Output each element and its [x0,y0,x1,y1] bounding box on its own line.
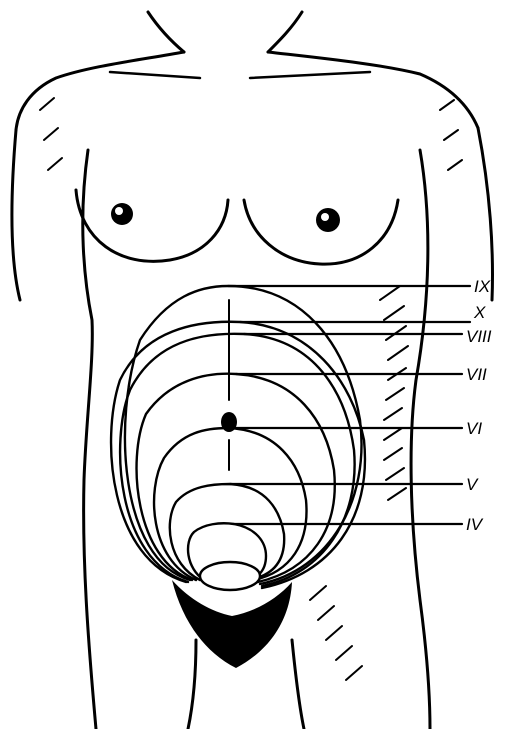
clavicles [110,72,370,78]
nipple-left [111,203,133,225]
shading-hatch [40,98,462,680]
neck-right [268,12,302,52]
inner-leg-right [292,640,304,729]
fundal-height-curves [111,286,365,588]
label-x: X [473,303,486,322]
shoulder-left [16,52,184,130]
label-vii: VII [466,365,487,384]
side-right [411,150,430,729]
label-ix: IX [474,277,491,296]
breast-left [76,190,228,261]
label-v: V [466,475,479,494]
month-labels: IX X VIII VII VI V IV [466,277,492,534]
shoulder-right [268,52,478,128]
navel [221,300,237,470]
breast-right [244,200,398,264]
label-iv: IV [466,515,484,534]
arm-left [12,130,20,300]
arm-right [478,128,492,300]
neck-left [148,12,184,52]
nipple-right [316,208,340,232]
label-vi: VI [466,419,482,438]
leader-lines [228,286,470,524]
label-viii: VIII [466,327,492,346]
breasts [76,190,398,264]
inner-leg-left [188,640,196,729]
